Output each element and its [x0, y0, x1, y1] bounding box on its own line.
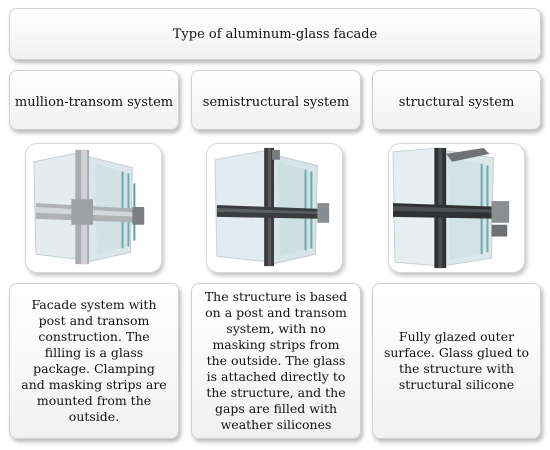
description-semistructural-text: The structure is based on a post and tra… [204, 289, 348, 432]
description-structural-text: Fully glazed outer surface. Glass glued … [383, 329, 530, 392]
header-semistructural-text: semistructural system [202, 94, 350, 110]
description-mullion-transom-text: Facade system with post and transom cons… [21, 297, 167, 424]
header-mullion-transom: mullion-transom system [9, 70, 179, 130]
description-structural: Fully glazed outer surface. Glass glued … [372, 283, 541, 439]
structural-profile-icon [392, 147, 510, 269]
header-structural: structural system [372, 70, 541, 130]
header-mullion-transom-text: mullion-transom system [14, 94, 174, 110]
description-mullion-transom: Facade system with post and transom cons… [9, 283, 179, 439]
semistructural-profile-icon [214, 147, 330, 267]
diagram-title-text: Type of aluminum-glass facade [172, 26, 378, 42]
semistructural-image [206, 143, 343, 273]
mullion-transom-image [25, 143, 162, 273]
structural-image [388, 143, 525, 273]
description-semistructural: The structure is based on a post and tra… [191, 283, 361, 439]
header-semistructural: semistructural system [191, 70, 361, 130]
mullion-transom-profile-icon [33, 149, 145, 265]
header-structural-text: structural system [398, 94, 515, 110]
diagram-title: Type of aluminum-glass facade [9, 8, 541, 60]
